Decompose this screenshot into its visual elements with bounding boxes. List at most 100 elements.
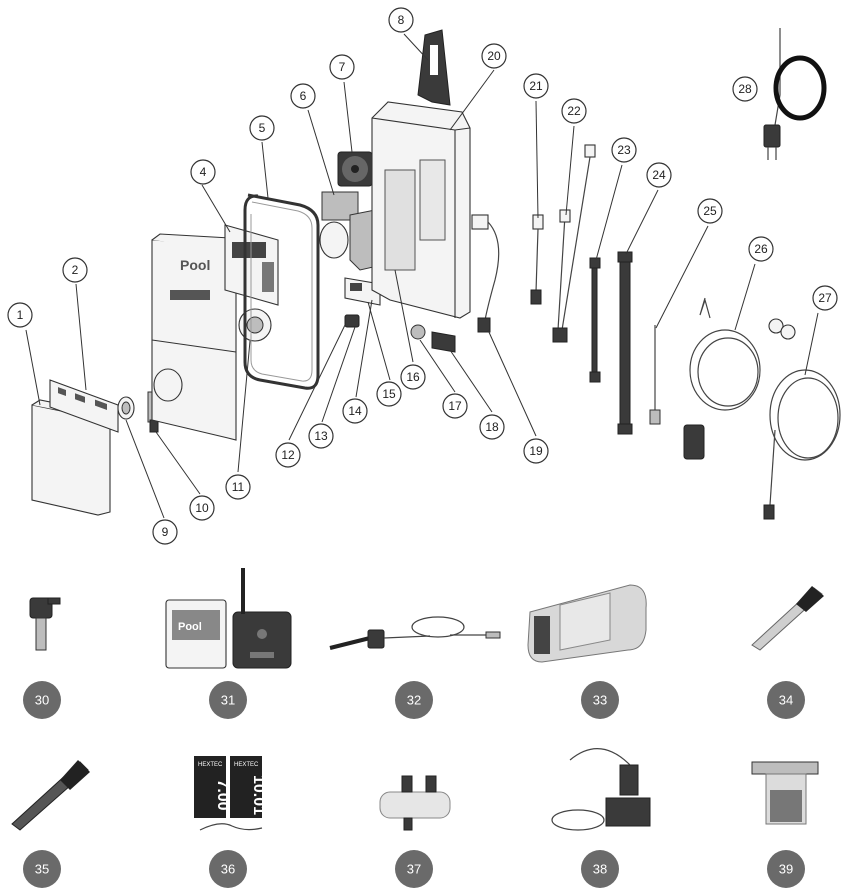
badge-label: 37	[407, 862, 421, 877]
part-fitting	[117, 396, 135, 420]
callout-11: 11	[225, 474, 251, 500]
part-small-board	[344, 277, 381, 306]
callout-8: 8	[388, 7, 414, 33]
accessory-35	[11, 760, 90, 831]
part-housing-front: Pool	[151, 233, 237, 441]
part-nut	[410, 324, 426, 340]
badge-label: 32	[407, 693, 421, 708]
accessory-30	[29, 597, 61, 651]
callout-label: 23	[617, 143, 631, 157]
accessory-37	[379, 775, 451, 831]
callout-label: 12	[281, 448, 295, 462]
callout-28: 28	[732, 76, 758, 102]
part-small-connector	[344, 314, 360, 328]
callout-label: 1	[17, 308, 24, 322]
callout-17: 17	[442, 393, 468, 419]
callout-label: 7	[339, 60, 346, 74]
part-harness-21	[530, 214, 544, 305]
device-logo: Pool	[180, 257, 210, 273]
callout-label: 27	[818, 291, 832, 305]
badge-31: 31	[209, 681, 247, 719]
callout-6: 6	[290, 83, 316, 109]
callout-label: 4	[200, 165, 207, 179]
callout-1: 1	[7, 302, 33, 328]
callout-9: 9	[152, 519, 178, 545]
part-probe-25	[649, 325, 661, 425]
callout-label: 22	[567, 104, 581, 118]
badge-label: 31	[221, 693, 235, 708]
badge-label: 33	[593, 693, 607, 708]
part-power-cable-26	[683, 297, 761, 460]
badge-37: 37	[395, 850, 433, 888]
callout-label: 2	[72, 263, 79, 277]
badge-label: 35	[35, 862, 49, 877]
callout-label: 21	[529, 79, 543, 93]
leader-lines	[25, 33, 819, 519]
callout-label: 19	[529, 444, 543, 458]
callout-26: 26	[748, 236, 774, 262]
accessory-31: Pool	[165, 568, 292, 669]
part-cable-28	[763, 28, 827, 160]
callout-4: 4	[190, 159, 216, 185]
callout-12: 12	[275, 442, 301, 468]
callout-5: 5	[249, 115, 275, 141]
part-fan	[337, 151, 373, 187]
part-back-housing	[371, 101, 471, 319]
callout-16: 16	[400, 364, 426, 390]
callout-label: 9	[162, 525, 169, 539]
callout-label: 5	[259, 121, 266, 135]
callout-10: 10	[189, 495, 215, 521]
callout-19: 19	[523, 438, 549, 464]
part-label-strip	[49, 379, 119, 433]
accessory-32	[329, 616, 501, 650]
part-relay	[431, 331, 456, 353]
callout-22: 22	[561, 98, 587, 124]
accessory-39	[751, 761, 819, 825]
badge-label: 39	[779, 862, 793, 877]
callout-25: 25	[697, 198, 723, 224]
part-gasket-frame	[243, 193, 320, 390]
callout-18: 18	[479, 414, 505, 440]
badge-38: 38	[581, 850, 619, 888]
callout-label: 13	[314, 429, 328, 443]
callout-label: 24	[652, 168, 666, 182]
callout-label: 16	[406, 370, 420, 384]
badge-35: 35	[23, 850, 61, 888]
callout-21: 21	[523, 73, 549, 99]
part-ribbon-cable-24	[617, 251, 633, 435]
module-logo: Pool	[178, 621, 202, 633]
callout-13: 13	[308, 423, 334, 449]
callout-label: 10	[195, 501, 209, 515]
badge-label: 30	[35, 693, 49, 708]
callout-15: 15	[376, 381, 402, 407]
callout-label: 11	[232, 480, 245, 494]
reagent-brand-1: HEXTEC	[198, 762, 223, 768]
callout-20: 20	[481, 43, 507, 69]
part-ribbon-cable-23	[589, 257, 601, 383]
accessory-33	[527, 584, 647, 663]
callout-7: 7	[329, 54, 355, 80]
part-wall-bracket	[417, 29, 451, 106]
callout-label: 26	[754, 242, 768, 256]
part-sensor-cable-27	[763, 318, 841, 520]
badge-39: 39	[767, 850, 805, 888]
accessory-36: HEXTEC HEXTEC 7.00 10.01	[194, 756, 267, 831]
accessory-34	[751, 586, 824, 651]
badge-label: 36	[221, 862, 235, 877]
badge-32: 32	[395, 681, 433, 719]
reagent-value-1: 7.00	[214, 779, 231, 810]
callout-23: 23	[611, 137, 637, 163]
badge-36: 36	[209, 850, 247, 888]
callout-label: 8	[398, 13, 405, 27]
callout-label: 28	[738, 82, 752, 96]
callout-label: 25	[703, 204, 717, 218]
badge-30: 30	[23, 681, 61, 719]
callout-label: 6	[300, 89, 307, 103]
badge-33: 33	[581, 681, 619, 719]
callout-27: 27	[812, 285, 838, 311]
reagent-value-2: 10.01	[250, 775, 267, 815]
part-harness-22	[552, 144, 596, 343]
callout-label: 18	[485, 420, 499, 434]
callout-14: 14	[342, 398, 368, 424]
